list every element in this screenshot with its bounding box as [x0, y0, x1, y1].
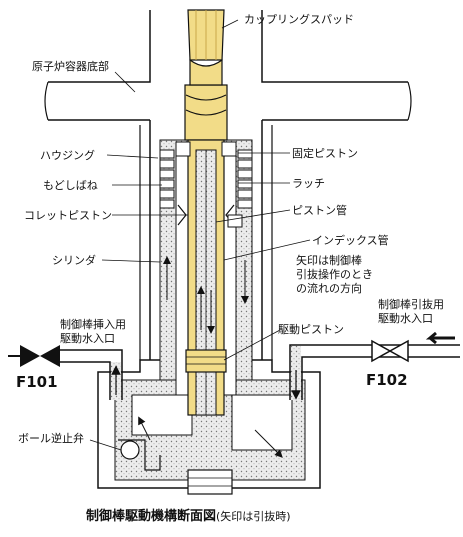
label-arrow-note-3: の流れの方向: [296, 282, 362, 295]
label-housing: ハウジング: [40, 149, 95, 162]
label-fixed-piston: 固定ピストン: [292, 147, 358, 160]
drive-piston: [185, 349, 227, 373]
label-valve-f101: F101: [16, 373, 58, 391]
label-arrow-note-2: 引抜操作のとき: [296, 268, 373, 281]
label-collet-piston: コレットピストン: [24, 209, 112, 222]
label-withdraw-inlet-2: 駆動水入口: [378, 312, 433, 325]
coupling-spud: [185, 9, 227, 116]
valve-f101: [8, 345, 60, 367]
vessel-bottom-wall: [44, 10, 412, 121]
label-insert-inlet-2: 駆動水入口: [60, 332, 115, 345]
label-index-tube: インデックス管: [312, 234, 389, 247]
label-drive-piston: 駆動ピストン: [278, 323, 344, 336]
label-cylinder: シリンダ: [52, 254, 96, 267]
caption-sub: (矢印は引抜時): [216, 510, 291, 523]
insert-inlet-pipe: [55, 349, 123, 400]
label-ball-check-valve: ボール逆止弁: [18, 432, 84, 445]
flow-arrows: [138, 256, 283, 458]
valve-f102: [371, 339, 409, 363]
label-latch: ラッチ: [292, 177, 325, 190]
leader-lines: [89, 19, 311, 451]
figure-caption: 制御棒駆動機構断面図(矢印は引抜時): [86, 509, 291, 525]
label-return-spring: もどしばね: [43, 179, 98, 192]
caption-main: 制御棒駆動機構断面図: [86, 509, 217, 524]
label-arrow-note-1: 矢印は制御棒: [296, 254, 362, 267]
label-vessel-bottom: 原子炉容器底部: [32, 60, 109, 73]
latch-mechanism: [175, 141, 243, 228]
label-withdraw-inlet-1: 制御棒引抜用: [378, 298, 444, 311]
label-insert-inlet-1: 制御棒挿入用: [60, 318, 126, 331]
label-piston-tube: ピストン管: [292, 204, 347, 217]
label-valve-f102: F102: [366, 371, 408, 389]
return-spring: [159, 149, 253, 209]
housing-walls: [139, 120, 273, 360]
label-coupling-spud: カップリングスパッド: [244, 13, 354, 26]
